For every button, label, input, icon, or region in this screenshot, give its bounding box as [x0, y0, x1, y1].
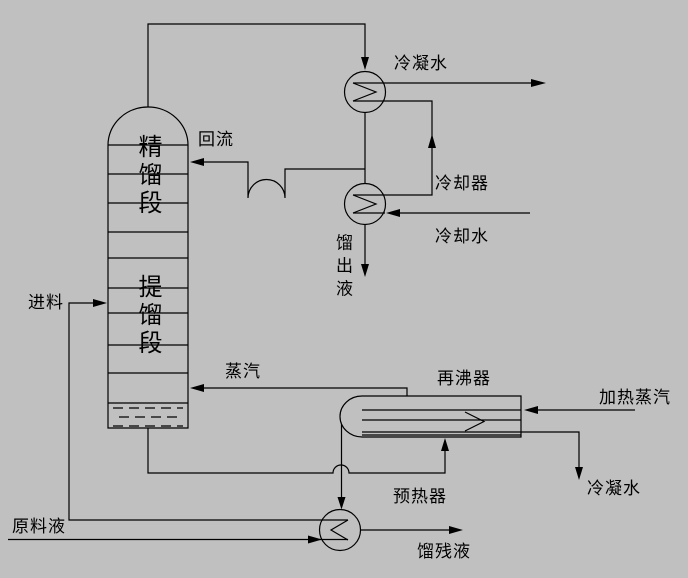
reboiler-cap [339, 395, 363, 438]
condensate-water-out-line [353, 79, 546, 87]
cooling-water-transfer-line [353, 100, 436, 196]
column-liquid-level-dashes [113, 407, 183, 427]
condensate-water-bottom-label: 冷凝水 [587, 479, 641, 499]
arrow-heating-steam [524, 406, 538, 414]
arrow-into-cooler [386, 209, 400, 217]
column-tray-lines [108, 144, 188, 404]
rectifying-section-label: 精馏段 [134, 134, 162, 218]
overhead-vapor-line [147, 23, 369, 107]
arrow-into-condenser [361, 57, 369, 70]
reboiler-label: 再沸器 [437, 369, 491, 389]
condenser-chevron [352, 82, 378, 102]
preheater-label: 预热器 [393, 487, 447, 507]
heating-steam-label: 加热蒸汽 [599, 388, 671, 408]
reflux-line [190, 158, 365, 199]
reboiler-tube-lines [362, 409, 521, 436]
condensate-water-top-label: 冷凝水 [394, 54, 448, 74]
feed-label: 进料 [28, 293, 64, 313]
reflux-label: 回流 [198, 130, 234, 150]
reboiler-chevron [464, 411, 486, 432]
reboiler-shell [362, 395, 522, 438]
residue-out-line [360, 526, 463, 534]
arrow-distillate [361, 264, 369, 277]
arrow-feed-into-column [93, 299, 107, 307]
raw-material-line [8, 535, 348, 544]
arrow-reboiler-condensate [575, 467, 583, 480]
cooler-chevron [352, 194, 378, 214]
arrow-vapor-into-column [190, 384, 204, 392]
residue-line [337, 424, 346, 510]
distillate-label: 馏出液 [332, 233, 353, 302]
arrow-residue-out [449, 526, 463, 534]
preheater-chevron [329, 519, 349, 541]
arrow-into-reboiler [441, 438, 449, 451]
arrow-condensate-out [531, 79, 546, 87]
residue-liquid-label: 馏残液 [417, 542, 471, 562]
raw-material-label: 原料液 [12, 517, 66, 537]
stripping-section-label: 提馏段 [134, 274, 162, 358]
reboiler-condensate-line [521, 431, 583, 480]
vapor-label: 蒸汽 [225, 362, 261, 382]
vapor-return-line [190, 384, 408, 396]
reboiler [339, 395, 522, 438]
heating-steam-line [524, 406, 635, 414]
cooling-water-in-line [386, 209, 530, 217]
arrow-raw-material [308, 535, 322, 544]
arrow-up-transfer [428, 134, 436, 148]
cooler-label: 冷却器 [435, 174, 489, 194]
arrow-reflux-into-column [190, 158, 204, 166]
cooling-water-label: 冷却水 [435, 227, 489, 247]
feed-line [68, 299, 348, 521]
arrow-into-preheater [337, 497, 346, 510]
distillate-line [361, 224, 369, 277]
